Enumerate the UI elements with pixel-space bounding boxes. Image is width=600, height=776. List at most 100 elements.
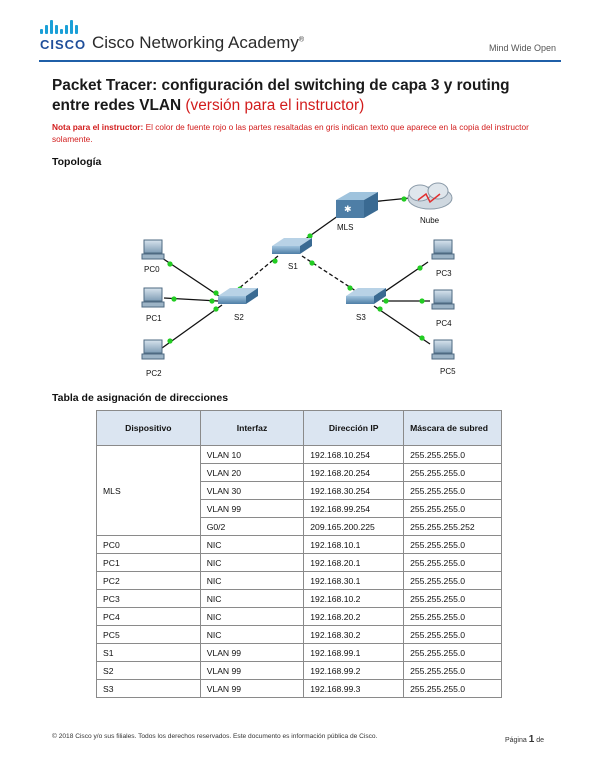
table-cell: VLAN 30	[199, 481, 305, 500]
table-row: S2 VLAN 99 192.168.99.2 255.255.255.0	[96, 661, 502, 680]
label-s2: S2	[234, 313, 244, 322]
table-cell: VLAN 20	[199, 463, 305, 482]
tagline: Mind Wide Open	[488, 43, 556, 53]
pc4-icon	[431, 289, 455, 310]
label-s3: S3	[356, 313, 366, 322]
table-cell: 192.168.20.2	[303, 607, 405, 626]
table-cell: 255.255.255.0	[403, 463, 502, 482]
table-row: S1 VLAN 99 192.168.99.1 255.255.255.0	[96, 643, 502, 662]
table-cell: PC0	[96, 535, 201, 554]
table-row: PC4 NIC 192.168.20.2 255.255.255.0	[96, 607, 502, 626]
label-pc3: PC3	[436, 269, 452, 278]
table-cell: NIC	[199, 571, 305, 590]
table-row: PC1 NIC 192.168.20.1 255.255.255.0	[96, 553, 502, 572]
cisco-logo-text: CISCO	[40, 37, 87, 52]
table-cell: NIC	[199, 535, 305, 554]
s3-switch-icon	[346, 288, 386, 304]
table-row: S3 VLAN 99 192.168.99.3 255.255.255.0	[96, 679, 502, 698]
instructor-note: Nota para el instructor: El color de fue…	[52, 122, 529, 144]
column-header: Dirección IP	[303, 410, 405, 446]
table-cell: NIC	[199, 625, 305, 644]
label-pc5: PC5	[440, 367, 456, 376]
table-row: VLAN 20 192.168.20.254 255.255.255.0	[97, 463, 502, 482]
topology-diagram: ✱ MLS Nube S1 S2 S3 PC0 PC1	[141, 182, 456, 378]
table-cell: VLAN 99	[199, 499, 305, 518]
table-cell: 255.255.255.0	[403, 535, 502, 554]
address-table: Dispositivo Interfaz Dirección IP Máscar…	[96, 410, 502, 698]
pc5-icon	[431, 339, 455, 360]
table-cell: G0/2	[199, 517, 305, 536]
table-cell: 255.255.255.0	[403, 553, 502, 572]
column-header: Interfaz	[199, 410, 305, 446]
table-cell: 255.255.255.0	[403, 661, 502, 680]
table-row: PC0 NIC 192.168.10.1 255.255.255.0	[96, 535, 502, 554]
label-mls: MLS	[337, 223, 353, 232]
table-cell: 192.168.99.1	[303, 643, 405, 662]
table-row: PC3 NIC 192.168.10.2 255.255.255.0	[96, 589, 502, 608]
label-nube: Nube	[420, 216, 440, 225]
table-cell: 192.168.20.254	[303, 463, 405, 482]
table-cell: S3	[96, 679, 201, 698]
table-cell: 192.168.10.2	[303, 589, 405, 608]
table-cell: 192.168.99.2	[303, 661, 405, 680]
label-pc4: PC4	[436, 319, 452, 328]
label-s1: S1	[288, 262, 298, 271]
table-cell: MLS	[96, 445, 201, 536]
table-cell: VLAN 99	[199, 661, 305, 680]
column-header: Máscara de subred	[403, 410, 502, 446]
table-cell: S1	[96, 643, 201, 662]
table-cell: 255.255.255.0	[403, 625, 502, 644]
cloud-icon	[407, 182, 453, 210]
s1-switch-icon	[272, 238, 312, 254]
table-cell: VLAN 99	[199, 679, 305, 698]
label-pc0: PC0	[144, 265, 160, 274]
table-cell: 209.165.200.225	[303, 517, 405, 536]
table-cell: 192.168.30.254	[303, 481, 405, 500]
pc2-icon	[141, 339, 165, 360]
pc3-icon	[431, 239, 455, 260]
table-row: VLAN 99 192.168.99.254 255.255.255.0	[97, 499, 502, 518]
table-cell: NIC	[199, 553, 305, 572]
table-cell: 192.168.99.254	[303, 499, 405, 518]
network-links	[161, 197, 431, 349]
pc0-icon	[141, 239, 165, 260]
footer-copyright: © 2018 Cisco y/o sus filiales. Todos los…	[52, 733, 378, 740]
table-cell: 192.168.30.1	[303, 571, 405, 590]
academy-title: Cisco Networking Academy®	[92, 33, 305, 52]
table-cell: 255.255.255.0	[403, 679, 502, 698]
document-title: Packet Tracer: configuración del switchi…	[52, 77, 510, 114]
svg-text:✱: ✱	[344, 204, 352, 214]
table-cell: 192.168.10.1	[303, 535, 405, 554]
label-pc1: PC1	[146, 314, 162, 323]
column-header: Dispositivo	[96, 410, 201, 446]
table-cell: PC3	[96, 589, 201, 608]
label-pc2: PC2	[146, 369, 162, 378]
topology-heading: Topología	[52, 156, 102, 168]
table-cell: 192.168.30.2	[303, 625, 405, 644]
table-cell: VLAN 10	[199, 445, 305, 464]
table-cell: 255.255.255.0	[403, 571, 502, 590]
table-row: G0/2 209.165.200.225 255.255.255.252	[97, 517, 502, 536]
table-cell: 192.168.10.254	[303, 445, 405, 464]
table-cell: PC4	[96, 607, 201, 626]
address-table-heading: Tabla de asignación de direcciones	[52, 392, 229, 404]
table-cell: 192.168.99.3	[303, 679, 405, 698]
s2-switch-icon	[218, 288, 258, 304]
table-cell: 255.255.255.0	[403, 607, 502, 626]
table-row: PC2 NIC 192.168.30.1 255.255.255.0	[96, 571, 502, 590]
table-cell: PC2	[96, 571, 201, 590]
header-divider	[39, 60, 561, 62]
page-number: Página 1 de	[504, 734, 544, 745]
mls-switch-icon: ✱	[336, 192, 378, 218]
table-cell: PC1	[96, 553, 201, 572]
table-cell: 255.255.255.0	[403, 643, 502, 662]
page-header: CISCO Cisco Networking Academy® Mind Wid…	[0, 0, 600, 62]
table-cell: 255.255.255.0	[403, 589, 502, 608]
table-cell: 255.255.255.252	[403, 517, 502, 536]
table-cell: NIC	[199, 589, 305, 608]
table-cell: PC5	[96, 625, 201, 644]
table-cell: S2	[96, 661, 201, 680]
table-row: PC5 NIC 192.168.30.2 255.255.255.0	[96, 625, 502, 644]
table-cell: 192.168.20.1	[303, 553, 405, 572]
table-cell: 255.255.255.0	[403, 481, 502, 500]
